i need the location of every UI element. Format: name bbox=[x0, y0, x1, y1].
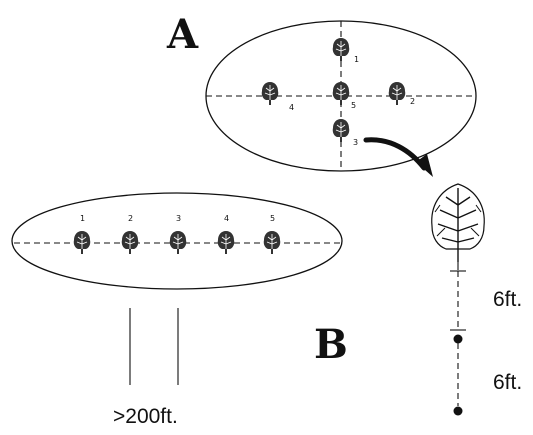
tree-icon bbox=[169, 230, 187, 255]
panel-a-tree-3: 3 bbox=[332, 118, 358, 147]
tree-icon bbox=[263, 230, 281, 255]
panel-a-tree-1: 1 bbox=[332, 37, 359, 64]
panel-b-tree-4: 4 bbox=[217, 214, 235, 255]
tree-detail: 6ft. 6ft. bbox=[431, 183, 522, 416]
panel-b: 1 2 3 4 5 >200ft. B bbox=[11, 192, 348, 428]
tree-icon bbox=[73, 230, 91, 255]
tree-label: 3 bbox=[176, 214, 181, 223]
tree-icon bbox=[217, 230, 235, 255]
panel-b-tree-3: 3 bbox=[169, 214, 187, 255]
tree-icon bbox=[388, 81, 406, 106]
panel-a-tree-4: 4 bbox=[261, 81, 294, 112]
panel-b-label: B bbox=[314, 321, 348, 368]
tree-icon bbox=[332, 81, 350, 106]
tree-label: 4 bbox=[289, 103, 294, 112]
spacing-label-lower: 6ft. bbox=[493, 371, 522, 394]
tree-icon bbox=[121, 230, 139, 255]
tree-label: 3 bbox=[353, 138, 358, 147]
panel-a-tree-5: 5 bbox=[332, 81, 356, 110]
panel-a-label: A bbox=[166, 11, 199, 58]
spacing-label-upper: 6ft. bbox=[493, 288, 522, 311]
curved-arrow-icon bbox=[363, 137, 433, 177]
tree-icon bbox=[332, 118, 350, 143]
tree-label: 5 bbox=[351, 101, 356, 110]
middle-dot bbox=[453, 334, 463, 344]
tree-label: 2 bbox=[410, 97, 415, 106]
tree-label: 2 bbox=[128, 214, 133, 223]
panel-b-tree-2: 2 bbox=[121, 214, 139, 255]
distance-label: >200ft. bbox=[113, 405, 178, 428]
tree-label: 1 bbox=[354, 55, 359, 64]
tree-icon-large bbox=[431, 183, 485, 262]
tree-icon bbox=[261, 81, 279, 106]
tree-label: 1 bbox=[80, 214, 85, 223]
panel-a-tree-2: 2 bbox=[388, 81, 415, 106]
panel-a: A 1 2 3 4 5 bbox=[166, 11, 477, 172]
panel-b-tree-1: 1 bbox=[73, 214, 91, 255]
bottom-dot bbox=[453, 406, 463, 416]
panel-b-tree-5: 5 bbox=[263, 214, 281, 255]
tree-icon bbox=[332, 37, 350, 62]
tree-label: 5 bbox=[270, 214, 275, 223]
panel-b-ellipse bbox=[11, 192, 343, 290]
tree-label: 4 bbox=[224, 214, 229, 223]
